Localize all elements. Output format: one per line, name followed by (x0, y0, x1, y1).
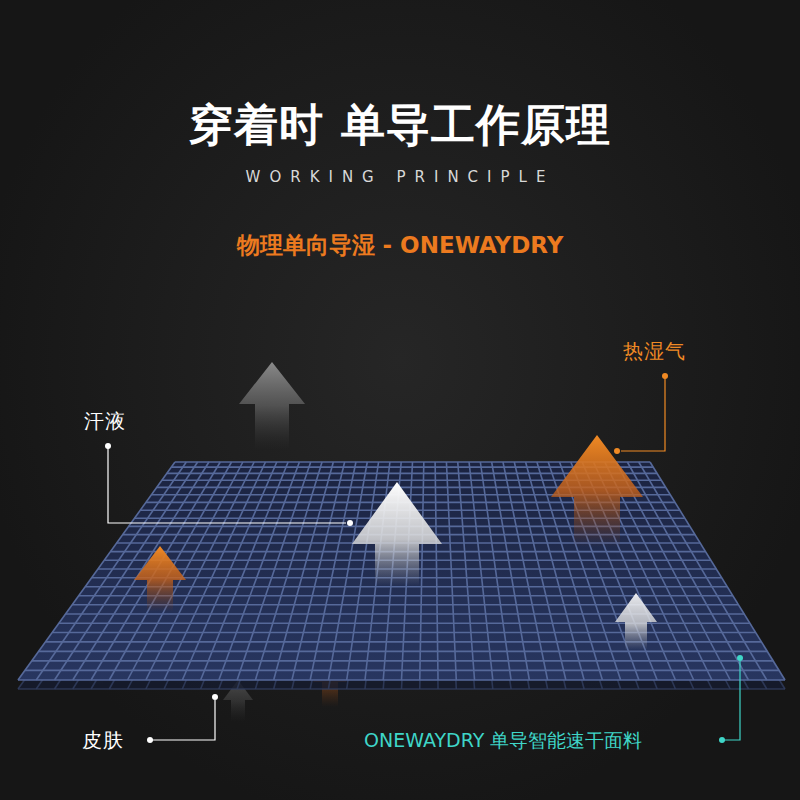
leader-line (150, 700, 215, 740)
leader-dot (347, 520, 353, 526)
fabric-thread (650, 462, 785, 680)
sweat-arrow (352, 482, 442, 586)
heat-arrow (551, 435, 643, 547)
heat-arrow (134, 546, 186, 612)
fabric-thread (292, 462, 345, 680)
leader-lines (105, 373, 743, 743)
fabric-surface (18, 462, 785, 680)
fabric-thread (255, 462, 322, 680)
fabric-thread (469, 462, 493, 680)
fabric-thread (128, 462, 243, 680)
fabric-thread (182, 462, 276, 680)
leader-dot (105, 443, 111, 449)
leader-dot (614, 448, 620, 454)
moisture-arrows (134, 362, 657, 650)
fabric-thread (446, 462, 456, 680)
leader-dot (719, 737, 725, 743)
fabric-thread (480, 462, 511, 680)
fabric-thread (164, 462, 265, 680)
heat-label: 热湿气 (623, 338, 686, 365)
fabric-thread (310, 462, 356, 680)
leader-line (621, 376, 665, 451)
tagline: 物理单向导湿 - ONEWAYDRY (237, 230, 564, 261)
fabric-thread (420, 462, 424, 680)
leader-dot (212, 694, 218, 700)
leader-line (722, 661, 740, 740)
title: 穿着时 单导工作原理 (189, 96, 610, 155)
fabric-thread (274, 462, 334, 680)
fabric-thread (328, 462, 367, 680)
fabric-thread (201, 462, 288, 680)
sweat-arrow (239, 362, 305, 449)
leader-line (108, 446, 346, 523)
fabric-thread (73, 462, 209, 680)
skin-label: 皮肤 (82, 727, 124, 754)
fabric-thread (55, 462, 198, 680)
fabric-thread (639, 462, 767, 680)
fabric-thread (219, 462, 300, 680)
fabric-thread (492, 462, 530, 680)
leader-dot (662, 373, 668, 379)
sweat-arrow (615, 593, 657, 650)
subtitle: WORKING PRINCIPLE (246, 168, 555, 186)
leader-dot (737, 655, 743, 661)
fabric-thread (435, 462, 438, 680)
fabric-thread (347, 462, 379, 680)
sweat-label: 汗液 (84, 408, 126, 435)
fabric-label: ONEWAYDRY 单导智能速干面料 (364, 728, 642, 754)
fabric-thread (503, 462, 548, 680)
fabric-grid (18, 462, 785, 680)
leader-dot (147, 737, 153, 743)
